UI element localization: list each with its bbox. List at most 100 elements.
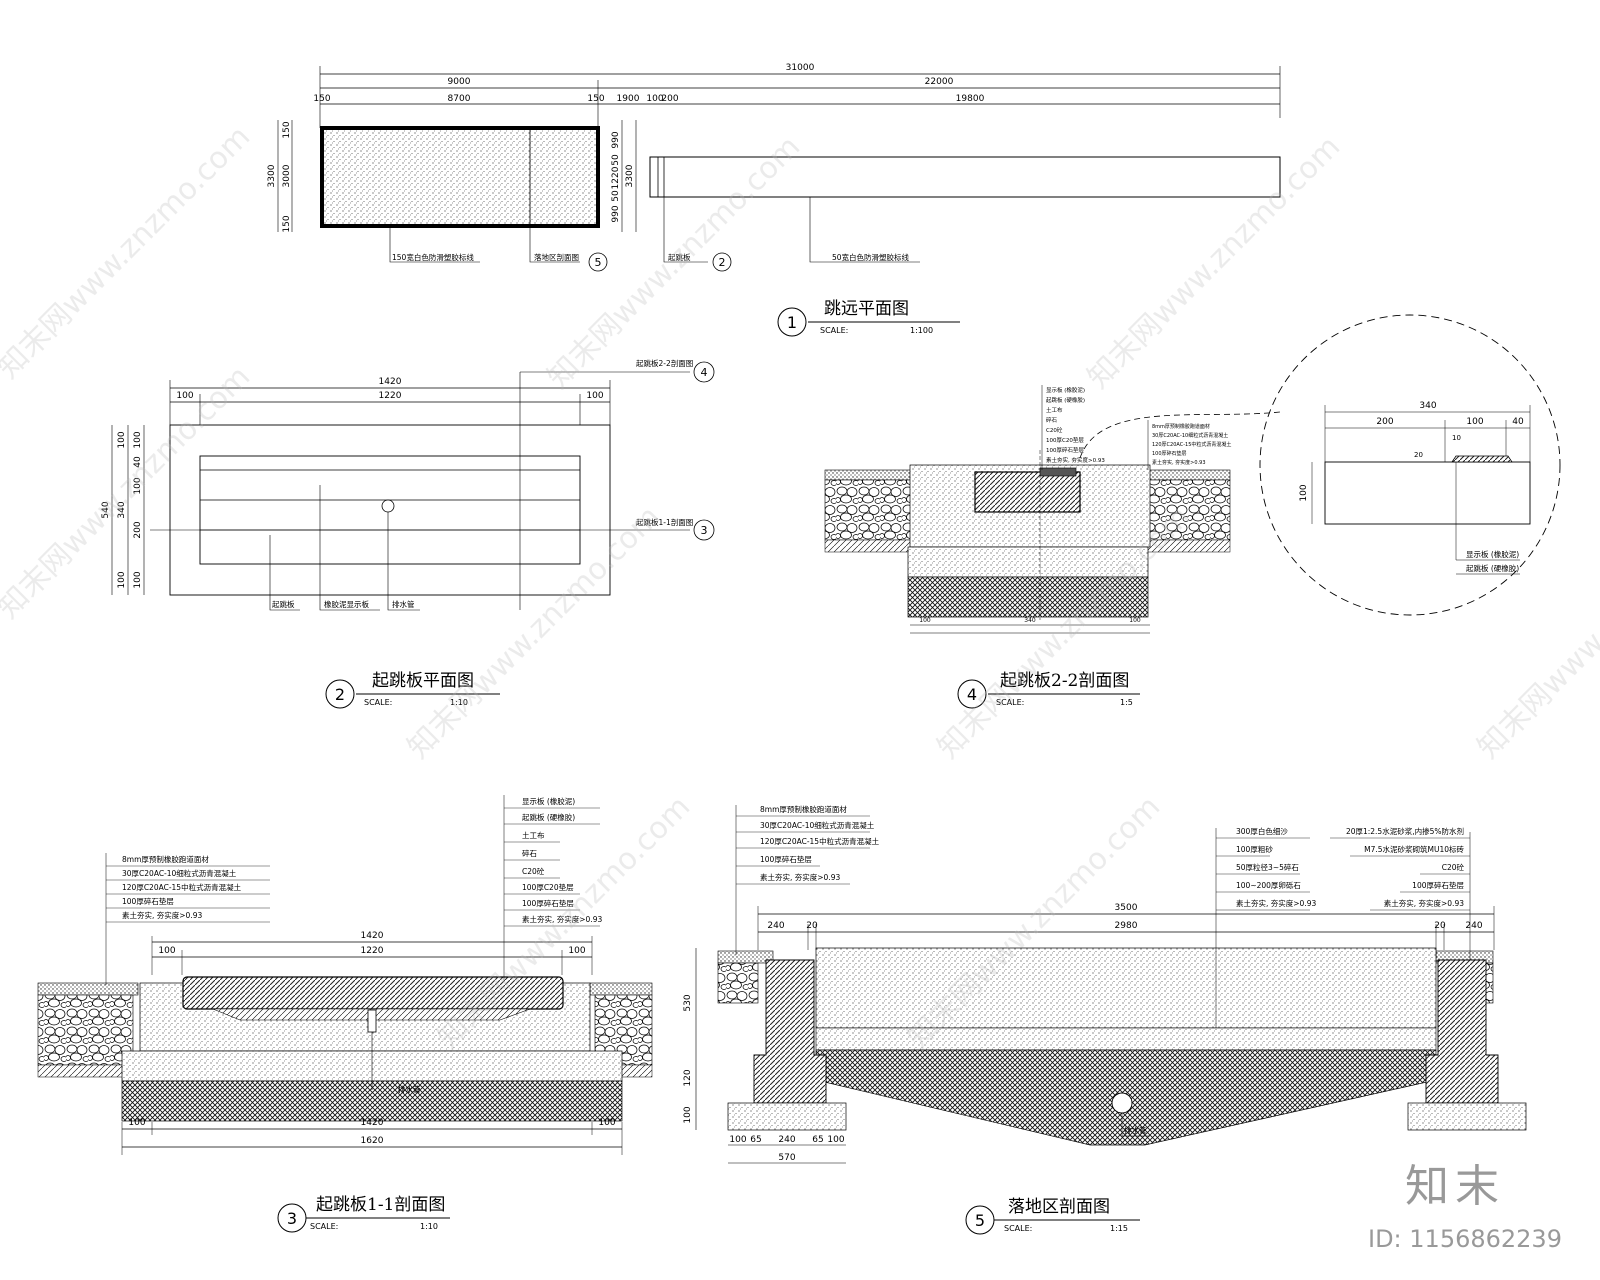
board-dim-mid-2: 1220 xyxy=(379,391,402,401)
board-note-1: 起跳板 xyxy=(272,599,295,609)
title-2-number: 2 xyxy=(335,685,345,704)
board-dim-mid-1: 100 xyxy=(176,391,193,401)
s11-note-l2: 30厚C20AC-10细粒式沥青混凝土 xyxy=(122,868,237,878)
title-4-number: 4 xyxy=(967,685,977,704)
s11-note-r1: 显示板 (橡胶泥) xyxy=(522,796,575,806)
pit-dim-b2: 65 xyxy=(750,1135,761,1145)
pit-dim-b-total: 570 xyxy=(778,1153,795,1163)
pit-note-r5: 素土夯实, 夯实度>0.93 xyxy=(1384,898,1464,908)
runway-dim-mid-1: 9000 xyxy=(448,77,471,87)
title-3-scale-label: SCALE: xyxy=(310,1222,338,1231)
watermark-7: 知末网www.znzmo.com xyxy=(1471,499,1600,765)
title-5-scale-label: SCALE: xyxy=(1004,1224,1032,1233)
pit-dim-mid-3: 2980 xyxy=(1115,921,1138,931)
image-id: ID: 1156862239 xyxy=(1368,1225,1562,1253)
board-dim-left-d: 100 xyxy=(133,477,143,494)
title-4-scale-label: SCALE: xyxy=(996,698,1024,707)
pit-dim-left-2: 120 xyxy=(683,1069,693,1086)
section-pit: 排水管 3500 240 20 2980 20 240 530 120 100 … xyxy=(683,804,1527,1235)
s22-note-l7: 100厚碎石垫层 xyxy=(1046,446,1084,454)
s11-dim-mid-2: 1220 xyxy=(361,946,384,956)
s22-note-r4: 100厚碎石垫层 xyxy=(1152,450,1187,457)
board-dim-left-c: 40 xyxy=(133,456,143,468)
board-section-label-22: 起跳板2-2剖面图 xyxy=(636,358,693,368)
title-4-circle xyxy=(957,679,987,709)
s11-dim-mid-3: 100 xyxy=(568,946,585,956)
board-dim-left-e: 340 xyxy=(117,501,127,518)
section-22: 100 340 100 显示板 (橡胶泥) 起跳板 (硬橡胶) 土工布 碎石 C… xyxy=(824,385,1281,709)
board-section-label-11: 起跳板1-1剖面图 xyxy=(636,517,693,527)
watermark-1: 知末网www.znzmo.com xyxy=(0,119,257,385)
runway-dim-left-1: 150 xyxy=(282,121,292,138)
s22-note-l5: C20砼 xyxy=(1046,426,1063,434)
title-1-scale-label: SCALE: xyxy=(820,326,848,335)
s22-note-l6: 100厚C20垫层 xyxy=(1046,436,1084,444)
s11-note-r3: 土工布 xyxy=(522,830,545,840)
callout-3-text: 3 xyxy=(701,524,708,537)
s11-note-r7: 100厚碎石垫层 xyxy=(522,898,574,908)
board-dim-left-f: 200 xyxy=(133,521,143,538)
s11-dim-top: 1420 xyxy=(361,931,384,941)
board-dim-top: 1420 xyxy=(379,377,402,387)
board-dim-mid-3: 100 xyxy=(586,391,603,401)
detail-dim-mid-2: 100 xyxy=(1466,417,1483,427)
detail-board xyxy=(1324,461,1531,525)
s11-note-r6: 100厚C20垫层 xyxy=(522,882,574,892)
pit-dim-b5: 100 xyxy=(827,1135,844,1145)
board-dim-left-h: 100 xyxy=(133,571,143,588)
title-2-scale-label: SCALE: xyxy=(364,698,392,707)
runway-dim-low-2: 8700 xyxy=(448,94,471,104)
landing-pit xyxy=(320,126,600,228)
s22-dim-b3: 100 xyxy=(1129,617,1141,624)
pit-dim-mid-2: 20 xyxy=(806,921,818,931)
runway-dim-low-6: 200 xyxy=(661,94,678,104)
runway-dim-right-1: 990 xyxy=(611,131,621,148)
pit-dim-b4: 65 xyxy=(812,1135,823,1145)
s11-dim-bm-3: 100 xyxy=(598,1118,615,1128)
detail-note-2: 起跳板 (硬橡胶) xyxy=(1466,563,1519,573)
s22-note-r1: 8mm厚预制橡胶跑道面材 xyxy=(1152,423,1210,430)
runway-dim-total: 31000 xyxy=(786,63,815,73)
pit-note-m3: 50厚粒径3~5碎石 xyxy=(1236,862,1299,872)
pit-dim-left-3: 100 xyxy=(683,1106,693,1123)
pit-dim-mid-1: 240 xyxy=(767,921,784,931)
runway-dim-low-4: 1900 xyxy=(617,94,640,104)
drain-hole xyxy=(381,499,395,513)
callout-2-marker xyxy=(712,252,732,272)
detail-dim-mid-1: 200 xyxy=(1376,417,1393,427)
runway-note-4: 50宽白色防滑塑胶标线 xyxy=(832,252,910,262)
detail-dim-top: 340 xyxy=(1419,401,1436,411)
runway-dim-right-4: 50 xyxy=(611,190,621,202)
pit-note-l1: 8mm厚预制橡胶跑道面材 xyxy=(760,804,847,814)
pit-note-r4: 100厚碎石垫层 xyxy=(1412,880,1464,890)
title-5-number: 5 xyxy=(975,1211,985,1230)
board-note-3: 排水管 xyxy=(392,599,415,609)
s22-dim-b2: 340 xyxy=(1024,617,1036,624)
runway-note-1: 150宽白色防滑塑胶标线 xyxy=(392,252,474,262)
pit-note-r1: 20厚1:2.5水泥砂浆,内掺5%防水剂 xyxy=(1346,826,1464,836)
title-5-scale-value: 1:15 xyxy=(1110,1224,1128,1233)
runway-dim-right-3: 1220 xyxy=(611,166,621,189)
pit-note-m5: 素土夯实, 夯实度>0.93 xyxy=(1236,898,1316,908)
detail-note-1: 显示板 (橡胶泥) xyxy=(1466,549,1519,559)
s11-note-r2: 起跳板 (硬橡胶) xyxy=(522,812,575,822)
section22-board xyxy=(974,471,1081,513)
board-note-2: 橡胶泥显示板 xyxy=(324,599,369,609)
s11-dim-bm-1: 100 xyxy=(128,1118,145,1128)
board-dim-left-a: 100 xyxy=(117,431,127,448)
pit-dim-b1: 100 xyxy=(729,1135,746,1145)
s11-dim-mid-1: 100 xyxy=(158,946,175,956)
title-2-scale-value: 1:10 xyxy=(450,698,468,707)
title-3-number: 3 xyxy=(287,1209,297,1228)
s11-note-l4: 100厚碎石垫层 xyxy=(122,896,174,906)
title-1-scale-value: 1:100 xyxy=(910,326,933,335)
title-1-text: 跳远平面图 xyxy=(824,299,909,319)
callout-5-text: 5 xyxy=(595,256,602,269)
title-1-number: 1 xyxy=(787,313,797,332)
s11-dim-bm-2: 1420 xyxy=(361,1118,384,1128)
pit-drain-label: 排水管 xyxy=(1124,1125,1147,1135)
title-2-circle xyxy=(325,679,355,709)
pit-dim-left-1: 530 xyxy=(683,994,693,1011)
pit-note-m4: 100~200厚卵砾石 xyxy=(1236,880,1301,890)
